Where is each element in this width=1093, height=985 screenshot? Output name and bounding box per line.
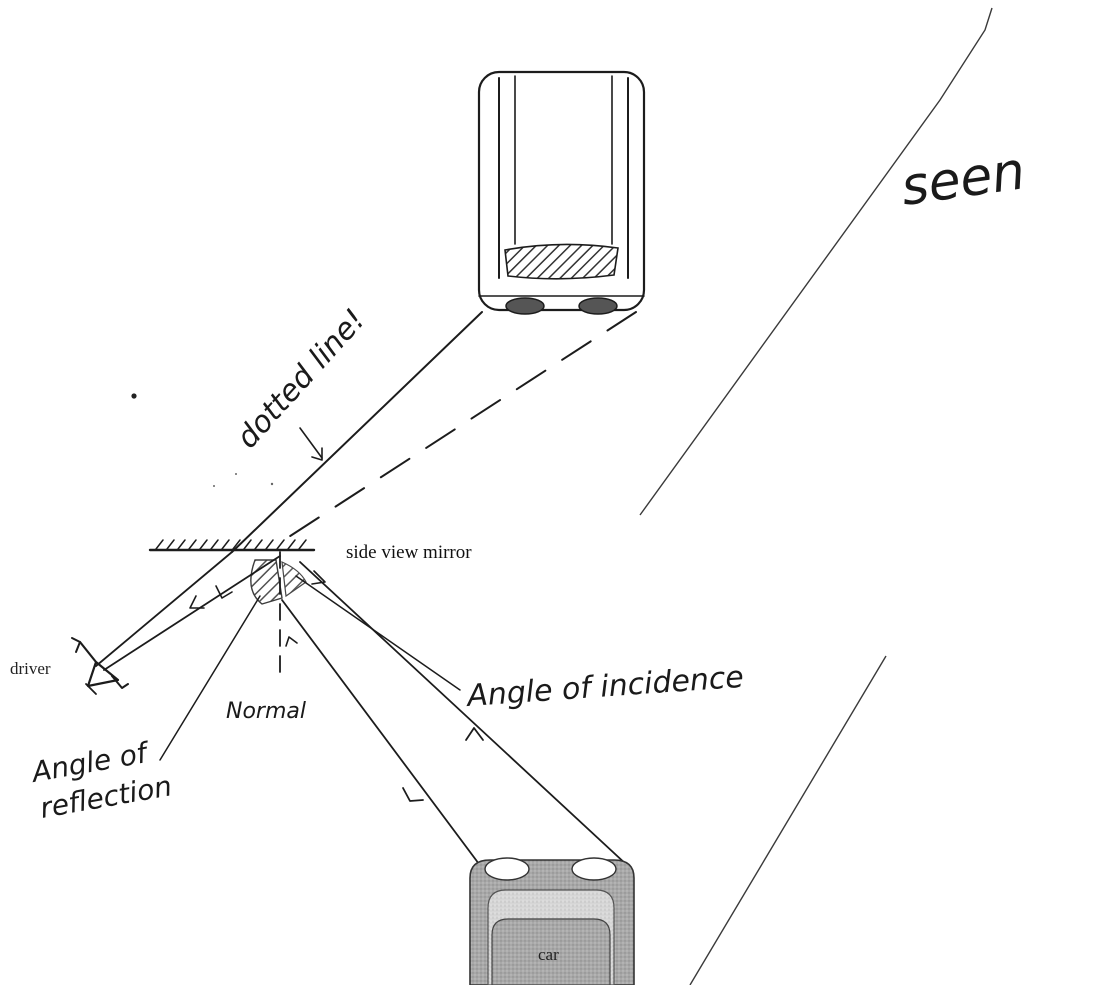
car-headlight-left <box>484 857 530 881</box>
normal-label: Normal <box>226 699 306 724</box>
reflection-label-pointer <box>159 595 261 761</box>
incident-ray-left <box>281 599 483 869</box>
seen-label: seen <box>897 141 1028 218</box>
car-headlight-right <box>571 857 617 881</box>
car-label: car <box>538 945 559 964</box>
lane-line-upper <box>639 7 993 516</box>
side-view-mirror-label: side view mirror <box>346 542 472 563</box>
car-roof <box>491 918 611 985</box>
side-view-mirror <box>148 539 316 552</box>
image-ray-dashed <box>283 311 637 541</box>
ink-specks <box>131 393 274 487</box>
rear-window-shading <box>504 243 619 280</box>
incident-ray-right <box>299 561 629 867</box>
angle-wedges <box>250 559 307 605</box>
lane-line-lower <box>689 655 887 985</box>
top-vehicle-wheel-left <box>505 297 545 315</box>
driver-figure <box>71 637 129 695</box>
reflected-rays <box>95 551 281 671</box>
angle-of-incidence-label: Angle of incidence <box>464 660 745 714</box>
top-vehicle <box>477 70 646 315</box>
image-ray-solid <box>231 311 483 553</box>
bottom-car <box>469 857 635 985</box>
incidence-label-pointer <box>295 575 461 691</box>
driver-label: driver <box>10 659 51 678</box>
dotted-line-label: dotted line! <box>230 303 373 456</box>
top-vehicle-wheel-right <box>578 297 618 315</box>
dotted-line-pointer-arrow <box>299 427 323 461</box>
